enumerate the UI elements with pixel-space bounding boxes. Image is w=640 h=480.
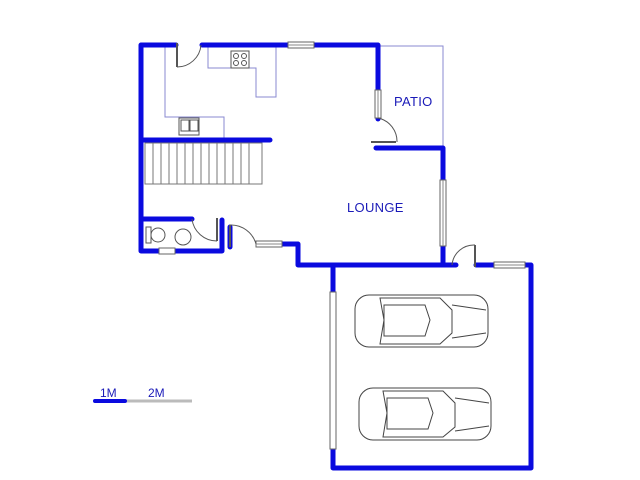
wall-patio-lounge <box>373 145 446 183</box>
wall-top-main <box>199 42 381 93</box>
wall-top-left <box>138 42 225 254</box>
outlines <box>164 45 444 148</box>
basin-icon <box>174 228 192 246</box>
kitchen-counter-left <box>164 46 225 141</box>
patio-outline <box>378 45 444 148</box>
room-label-patio: PATIO <box>394 94 433 109</box>
staircase <box>144 142 263 185</box>
window-wc <box>158 247 176 255</box>
scale-mark-2m: 2M <box>148 386 165 400</box>
doors <box>176 43 476 267</box>
toilet-icon <box>145 226 166 244</box>
car-icon-2 <box>358 387 492 441</box>
windows <box>158 41 526 450</box>
scale-mark-1m: 1M <box>100 386 117 400</box>
room-label-lounge: LOUNGE <box>347 200 404 215</box>
wall-garage-left-bottom <box>330 262 534 471</box>
sink-icon <box>178 117 200 136</box>
stove-icon <box>230 50 250 69</box>
wall-lounge-right <box>440 243 459 268</box>
wall-lounge-bottom <box>279 241 446 268</box>
car-icon-1 <box>354 294 489 348</box>
garage-door <box>329 291 337 450</box>
kitchen-counter-top <box>207 46 277 98</box>
